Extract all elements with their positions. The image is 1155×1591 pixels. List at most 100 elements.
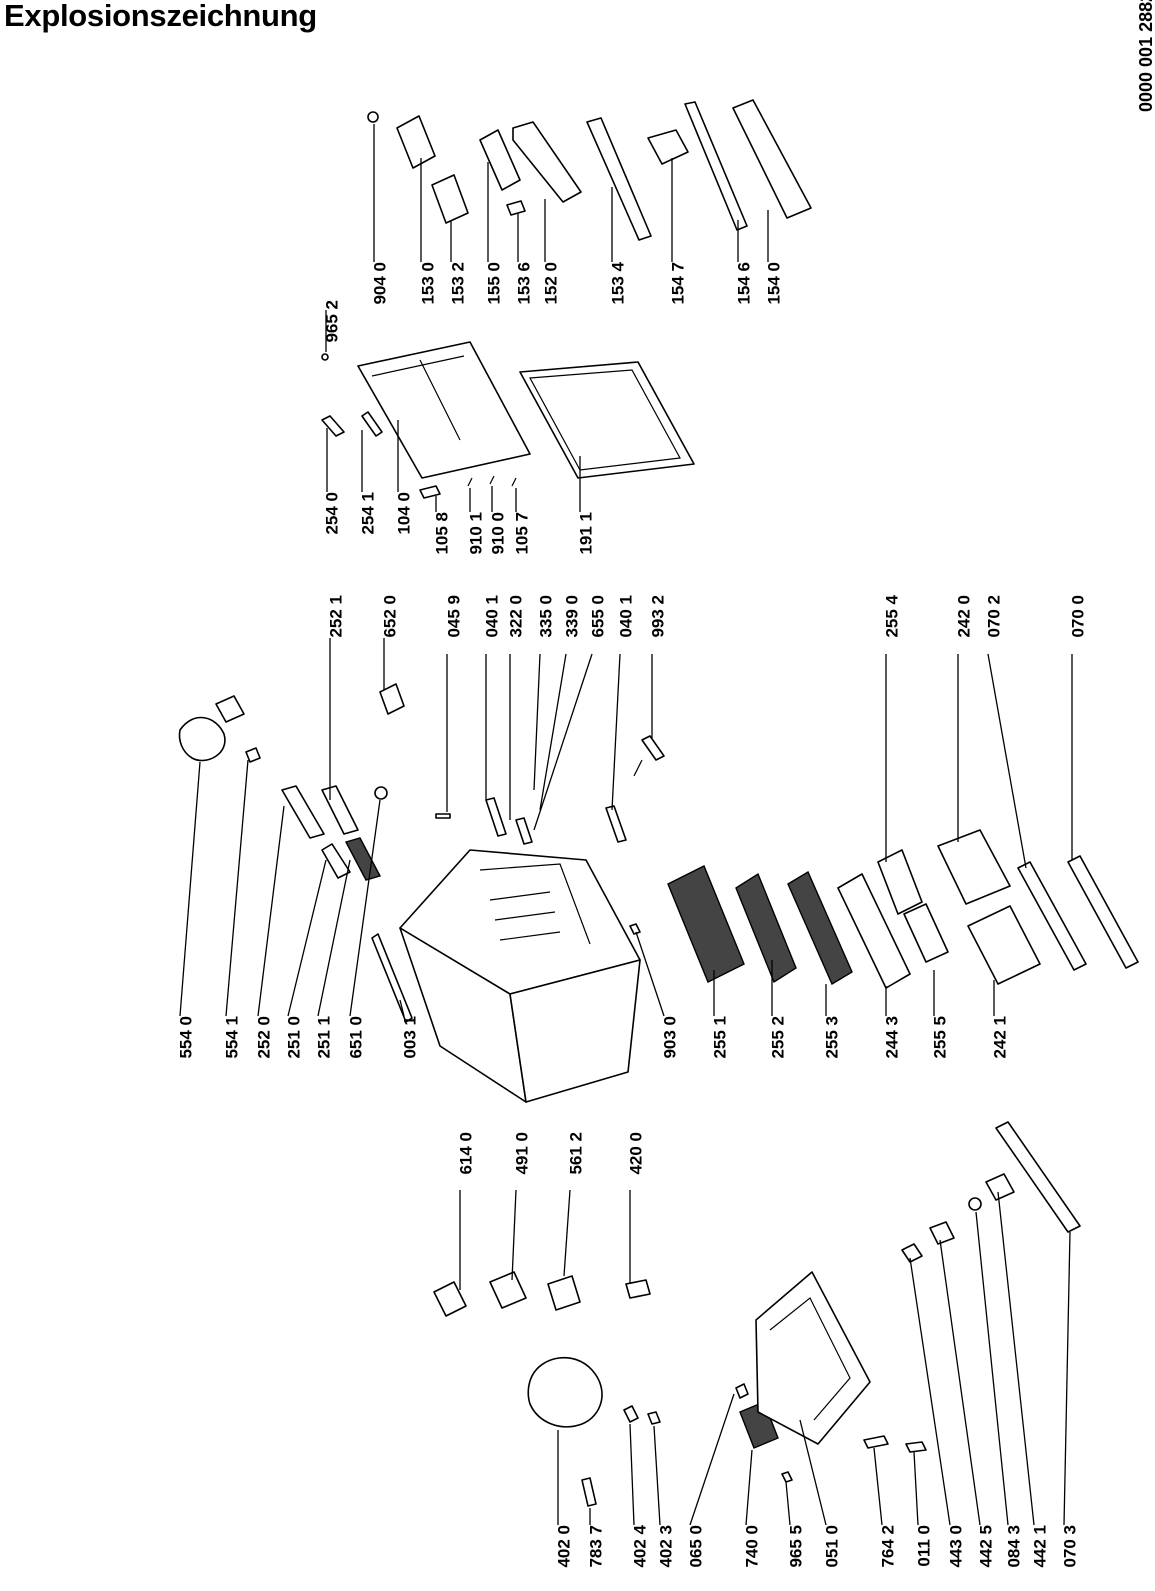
part-label-23: 322 0 bbox=[507, 595, 526, 638]
part-label-65: 070 3 bbox=[1061, 1525, 1080, 1568]
part-label-48: 491 0 bbox=[513, 1132, 532, 1175]
part-402-0 bbox=[527, 1356, 603, 1428]
part-420-0 bbox=[625, 1279, 651, 1299]
part-965-5 bbox=[781, 1471, 793, 1483]
part-label-35: 252 0 bbox=[255, 1016, 274, 1059]
part-255-3 bbox=[787, 870, 853, 986]
part-label-30: 242 0 bbox=[955, 595, 974, 638]
part-label-25: 339 0 bbox=[563, 595, 582, 638]
part-label-60: 011 0 bbox=[915, 1525, 934, 1567]
part-label-45: 255 5 bbox=[931, 1016, 950, 1059]
part-910-group bbox=[467, 475, 517, 487]
part-040-1-top bbox=[485, 797, 507, 837]
part-154-7 bbox=[647, 129, 689, 165]
part-154-6 bbox=[684, 101, 748, 231]
part-label-14: 105 8 bbox=[433, 512, 452, 555]
machine-compartment bbox=[527, 1121, 1081, 1507]
part-322-0 bbox=[515, 817, 533, 845]
part-label-13: 104 0 bbox=[395, 492, 414, 535]
part-255-5 bbox=[903, 903, 949, 963]
part-554-1 bbox=[245, 747, 261, 763]
part-153-4 bbox=[586, 117, 652, 241]
part-040-1-bottom bbox=[605, 805, 627, 843]
part-label-31: 070 2 bbox=[985, 595, 1004, 638]
part-614-0 bbox=[433, 1281, 467, 1317]
cabinet bbox=[178, 683, 665, 1103]
part-label-22: 040 1 bbox=[483, 595, 502, 638]
part-label-41: 255 1 bbox=[711, 1016, 730, 1059]
part-label-37: 251 1 bbox=[315, 1016, 334, 1059]
part-label-47: 614 0 bbox=[457, 1132, 476, 1175]
part-label-40: 903 0 bbox=[661, 1016, 680, 1059]
part-label-0: 904 0 bbox=[371, 262, 390, 305]
part-442-1 bbox=[985, 1173, 1015, 1201]
part-993-2 bbox=[641, 735, 665, 761]
leader-lines bbox=[179, 124, 1073, 1526]
part-554-0 bbox=[178, 716, 226, 762]
part-252-1 bbox=[321, 785, 359, 835]
part-label-33: 554 0 bbox=[177, 1016, 196, 1059]
part-965-2 bbox=[321, 353, 329, 361]
part-003-1 bbox=[371, 933, 413, 1023]
part-label-18: 191 1 bbox=[577, 512, 596, 555]
part-label-43: 255 3 bbox=[823, 1016, 842, 1059]
part-561-2 bbox=[547, 1275, 581, 1311]
part-label-15: 910 1 bbox=[467, 512, 486, 555]
freezer-compartment bbox=[321, 341, 695, 499]
part-065-0 bbox=[735, 1383, 749, 1399]
part-label-59: 764 2 bbox=[879, 1525, 898, 1568]
part-label-11: 254 0 bbox=[323, 492, 342, 535]
part-255-4 bbox=[877, 849, 923, 915]
part-903-0 bbox=[629, 923, 641, 935]
part-label-3: 155 0 bbox=[485, 262, 504, 305]
part-label-63: 084 3 bbox=[1005, 1525, 1024, 1568]
part-label-51: 402 0 bbox=[555, 1525, 574, 1568]
part-label-26: 655 0 bbox=[589, 595, 608, 638]
part-084-3 bbox=[968, 1197, 982, 1211]
part-152-0 bbox=[512, 121, 582, 203]
part-label-34: 554 1 bbox=[223, 1016, 242, 1059]
part-154-0 bbox=[732, 99, 812, 219]
part-label-50: 420 0 bbox=[627, 1132, 646, 1175]
part-402-3 bbox=[647, 1411, 661, 1425]
part-label-7: 154 7 bbox=[669, 262, 688, 305]
part-label-1: 153 0 bbox=[419, 262, 438, 305]
part-label-27: 040 1 bbox=[617, 595, 636, 638]
part-label-5: 152 0 bbox=[542, 262, 561, 305]
part-label-24: 335 0 bbox=[537, 595, 556, 638]
part-label-39: 003 1 bbox=[401, 1016, 420, 1059]
part-label-29: 255 4 bbox=[883, 594, 902, 637]
shelves-and-drawers bbox=[667, 829, 1139, 989]
part-label-55: 065 0 bbox=[687, 1525, 706, 1568]
part-153-0 bbox=[396, 115, 436, 169]
part-label-28: 993 2 bbox=[649, 595, 668, 638]
part-740-0 bbox=[739, 1401, 779, 1449]
part-651-0 bbox=[374, 786, 388, 800]
part-label-42: 255 2 bbox=[769, 1016, 788, 1059]
part-652-0 bbox=[379, 683, 405, 715]
part-254-0 bbox=[321, 415, 345, 437]
part-label-52: 783 7 bbox=[587, 1525, 606, 1568]
part-label-36: 251 0 bbox=[285, 1016, 304, 1059]
electrical-components bbox=[433, 1271, 651, 1317]
part-153-6 bbox=[506, 200, 526, 216]
part-label-17: 105 7 bbox=[513, 512, 532, 555]
part-011-0 bbox=[905, 1441, 927, 1453]
part-label-2: 153 2 bbox=[449, 262, 468, 305]
part-491-0 bbox=[489, 1271, 527, 1309]
part-label-62: 442 5 bbox=[977, 1525, 996, 1568]
part-label-21: 045 9 bbox=[445, 595, 464, 638]
part-label-6: 153 4 bbox=[609, 261, 628, 304]
part-153-2 bbox=[431, 174, 469, 224]
part-045-9 bbox=[435, 813, 451, 819]
part-402-4 bbox=[623, 1405, 639, 1423]
part-251-0 bbox=[321, 843, 351, 879]
part-254-1 bbox=[361, 411, 383, 437]
part-label-49: 561 2 bbox=[567, 1132, 586, 1175]
part-904-0 bbox=[367, 111, 379, 123]
part-244-3 bbox=[837, 873, 911, 989]
part-label-53: 402 4 bbox=[631, 1524, 650, 1567]
part-442-5 bbox=[929, 1221, 955, 1245]
